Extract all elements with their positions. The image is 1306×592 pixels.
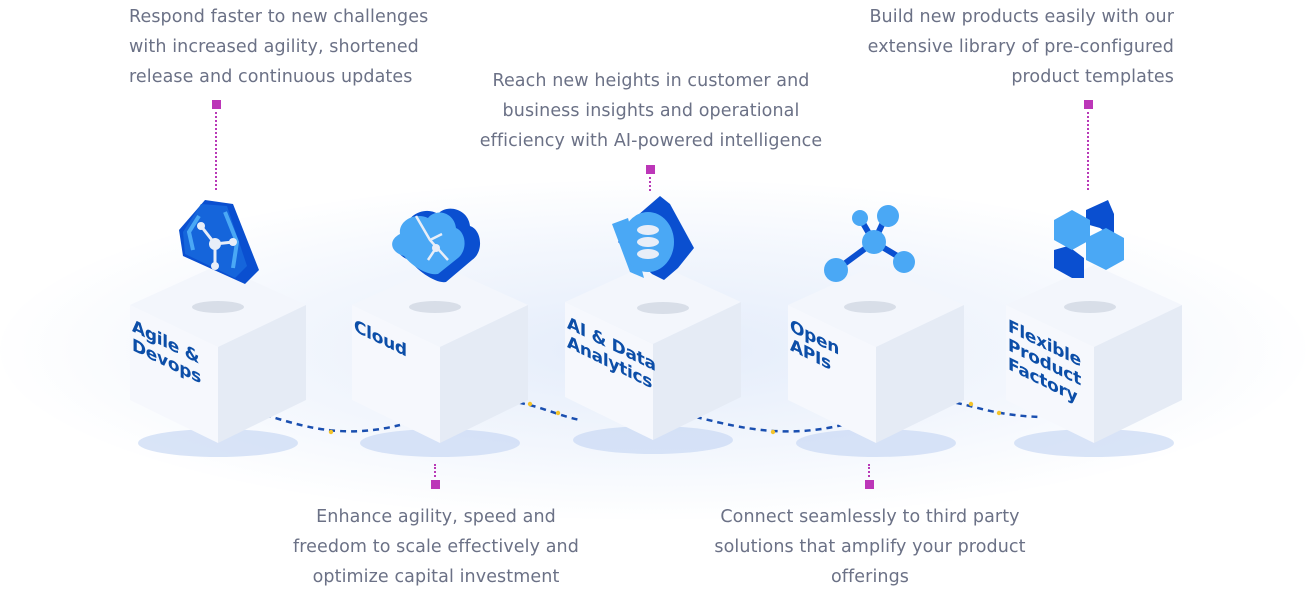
cube-agile-devops[interactable]: Agile & Devops bbox=[128, 265, 308, 457]
connector-agile-devops bbox=[215, 112, 219, 190]
agile-devops-icon bbox=[179, 200, 259, 284]
cube-shape bbox=[1006, 265, 1182, 457]
connector-flexible-product-factory bbox=[1087, 112, 1091, 190]
path-accent-dot bbox=[555, 410, 561, 416]
hexagon-blocks-icon bbox=[1054, 200, 1124, 278]
path-segment-1 bbox=[264, 413, 401, 433]
cloud-icon bbox=[392, 208, 481, 283]
marker-cloud bbox=[431, 480, 440, 489]
path-segment-2 bbox=[507, 399, 581, 422]
cube-shape bbox=[130, 265, 306, 457]
path-accent-dot bbox=[996, 410, 1002, 416]
cube-cloud[interactable]: Cloud bbox=[350, 265, 530, 457]
path-segment-4 bbox=[944, 399, 1041, 419]
cube-ai-data-analytics[interactable]: AI & Data Analytics bbox=[563, 262, 743, 454]
marker-ai-data-analytics bbox=[646, 165, 655, 174]
cube-open-apis[interactable]: Open APIs bbox=[786, 265, 966, 457]
marker-flexible-product-factory bbox=[1084, 100, 1093, 109]
cube-shape bbox=[352, 265, 528, 457]
cube-shape bbox=[788, 265, 964, 457]
path-accent-dot bbox=[770, 429, 776, 435]
cube-flexible-product-factory[interactable]: Flexible Product Factory bbox=[1004, 265, 1184, 457]
marker-agile-devops bbox=[212, 100, 221, 109]
path-accent-dot bbox=[527, 401, 533, 407]
path-segment-3 bbox=[695, 415, 843, 433]
marker-open-apis bbox=[865, 480, 874, 489]
database-icon bbox=[612, 196, 694, 280]
connector-open-apis bbox=[868, 464, 872, 477]
path-accent-dot bbox=[328, 429, 334, 435]
network-nodes-icon bbox=[824, 205, 915, 282]
connector-ai-data-analytics bbox=[649, 177, 653, 191]
path-accent-dot bbox=[968, 401, 974, 407]
cube-shape bbox=[565, 262, 741, 454]
connector-cloud bbox=[434, 464, 438, 477]
